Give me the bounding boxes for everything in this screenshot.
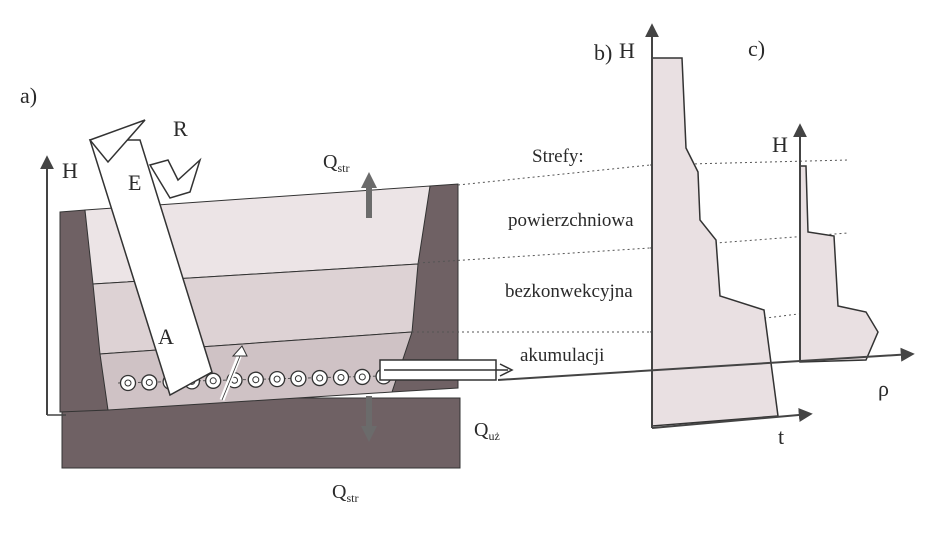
radiation-a-label: A: [158, 324, 174, 349]
tube-circle: [247, 371, 264, 388]
tube-core: [252, 376, 260, 384]
radiation-r-label: R: [173, 116, 188, 141]
zones-heading: Strefy:: [532, 146, 584, 167]
zone-accumulation-label: akumulacji: [520, 345, 604, 366]
c-rho-label: ρ: [878, 376, 889, 401]
profile-c-fill: [799, 165, 879, 363]
zone-surface-label: powierzchniowa: [508, 210, 634, 231]
zone-guide-lines: [412, 159, 849, 333]
tube-core: [337, 374, 345, 381]
zone-nonconvective-label: bezkonwekcyjna: [505, 281, 633, 302]
tube-core: [294, 375, 302, 383]
tube-circle: [268, 370, 286, 388]
panel-a-label: a): [20, 83, 37, 108]
tube-core: [209, 377, 217, 385]
c-h-label: H: [772, 132, 788, 157]
b-t-axis: [651, 408, 813, 429]
ground-slab: [61, 397, 461, 469]
profile-b-fill: [651, 57, 779, 427]
tube-circle: [354, 368, 371, 386]
outlet-pipe: [379, 359, 514, 381]
tube-circle: [119, 374, 137, 392]
tube-circle: [290, 370, 307, 387]
b-h-label: H: [619, 38, 635, 63]
tube-core: [145, 378, 153, 386]
tube-core: [124, 379, 132, 387]
q-str-bottom-arrow: [361, 396, 377, 442]
tube-circle: [205, 372, 222, 389]
panel-b-label: b): [594, 40, 612, 65]
tube-core: [358, 373, 366, 381]
q-uz-label: Quż: [474, 419, 500, 443]
c-rho-axis: [497, 347, 915, 381]
tube-core: [316, 374, 324, 382]
tube-circle: [141, 374, 158, 391]
panel-c-label: c): [748, 36, 765, 61]
radiation-e-label: E: [128, 170, 141, 195]
tube-circle: [311, 369, 328, 387]
b-t-label: t: [778, 424, 784, 449]
q-str-top-arrow: [361, 172, 377, 218]
radiation-beam: [88, 119, 248, 401]
q-str-bottom-label: Qstr: [332, 481, 358, 505]
tube-circle: [332, 369, 350, 386]
left-h-label: H: [62, 158, 78, 183]
tube-core: [273, 375, 281, 383]
q-str-top-label: Qstr: [323, 151, 349, 175]
